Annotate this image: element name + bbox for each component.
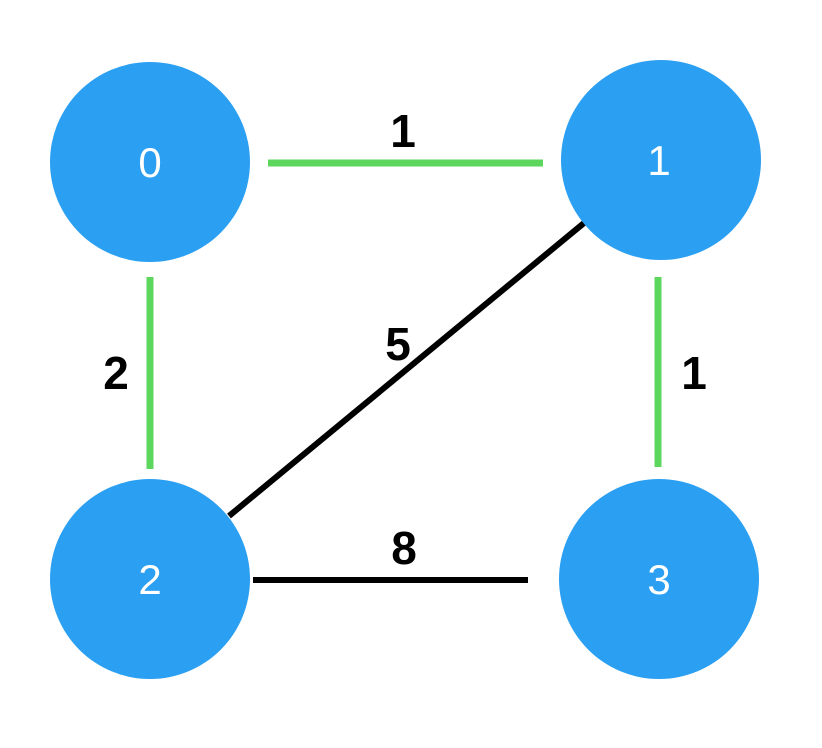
node-1: 1 [561, 60, 761, 260]
node-2-label: 2 [138, 556, 161, 603]
node-3-circle [559, 479, 759, 679]
node-3-label: 3 [647, 556, 670, 603]
node-1-circle [561, 60, 761, 260]
edge-1-2-weight-label: 5 [385, 318, 411, 370]
edge-0-2-weight-label: 2 [103, 347, 129, 399]
node-2-circle [50, 479, 250, 679]
edge-1-3-weight-label: 1 [681, 347, 707, 399]
edge-2-3-weight-label: 8 [391, 522, 417, 574]
node-0-label: 0 [138, 139, 161, 186]
edge-0-1-weight-label: 1 [390, 105, 416, 157]
node-layer: 0 1 2 3 [50, 60, 761, 679]
node-3: 3 [559, 479, 759, 679]
edge-weight-layer: 1 2 1 5 8 [103, 105, 707, 574]
node-1-label: 1 [647, 137, 670, 184]
node-0-circle [50, 62, 250, 262]
node-2: 2 [50, 479, 250, 679]
edge-layer [146, 159, 662, 583]
node-0: 0 [50, 62, 250, 262]
edge-1-2 [227, 220, 586, 519]
